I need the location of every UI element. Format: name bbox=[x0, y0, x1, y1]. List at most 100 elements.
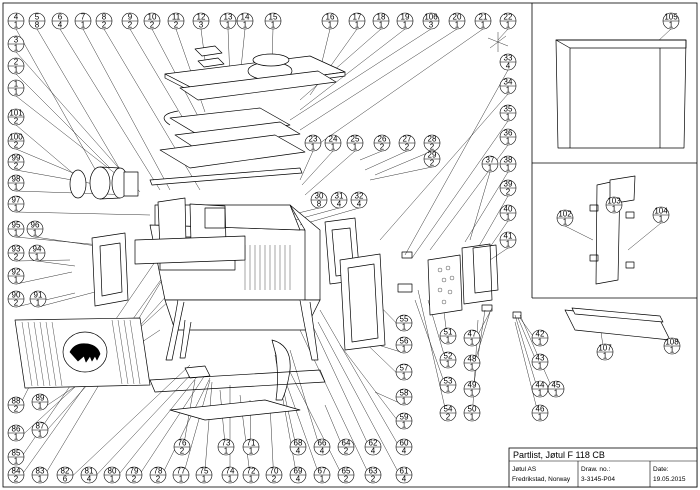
part-quantity: 2 bbox=[405, 143, 410, 152]
part-quantity: 1 bbox=[554, 389, 559, 398]
part-quantity: 1 bbox=[355, 21, 360, 30]
callout-bubble: 792 bbox=[125, 467, 143, 484]
callout-bubble: 911 bbox=[29, 291, 47, 308]
callout-bubble: 871 bbox=[31, 422, 49, 439]
part-number: 56 bbox=[400, 337, 409, 346]
callout-bubble: 826 bbox=[56, 467, 74, 484]
part-quantity: 1 bbox=[14, 433, 19, 442]
part-number: 31 bbox=[335, 192, 344, 201]
leader-line bbox=[59, 28, 161, 191]
part-number: 96 bbox=[31, 221, 40, 230]
leader-line bbox=[514, 321, 541, 422]
callout-bubble: 902 bbox=[7, 291, 25, 308]
part-number: 23 bbox=[309, 135, 318, 144]
callout-bubble: 431 bbox=[531, 354, 549, 371]
part-number: 87 bbox=[36, 422, 45, 431]
leader-line bbox=[203, 381, 213, 484]
part-number: 19 bbox=[401, 13, 410, 22]
part-quantity: 1 bbox=[488, 164, 493, 173]
part-quantity: 1 bbox=[402, 372, 407, 381]
callout-bubble: 123 bbox=[192, 13, 210, 30]
part-quantity: 1 bbox=[506, 113, 511, 122]
company-name: Jøtul AS bbox=[512, 466, 537, 473]
part-number: 21 bbox=[479, 13, 488, 22]
part-quantity: 8 bbox=[317, 200, 322, 209]
part-quantity: 4 bbox=[296, 475, 301, 484]
part-number: 60 bbox=[400, 439, 409, 448]
callout-bubble: 341 bbox=[499, 78, 517, 95]
part-number: 30 bbox=[315, 192, 324, 201]
part-quantity: 1 bbox=[249, 475, 254, 484]
callout-bubble: 664 bbox=[313, 439, 331, 456]
part-number: 38 bbox=[504, 156, 513, 165]
part-quantity: 2 bbox=[14, 253, 19, 262]
part-quantity: 2 bbox=[14, 299, 19, 308]
part-quantity: 1 bbox=[228, 475, 233, 484]
part-quantity: 1 bbox=[506, 240, 511, 249]
leader-line bbox=[301, 150, 334, 186]
leader-line bbox=[299, 28, 382, 101]
leader-line bbox=[103, 28, 201, 191]
part-number: 32 bbox=[355, 192, 364, 201]
callout-bubble: 21 bbox=[7, 58, 25, 75]
part-quantity: 1 bbox=[271, 21, 276, 30]
stove-parts-drawing bbox=[14, 32, 687, 421]
part-number: 100 bbox=[9, 133, 23, 142]
callout-bubble: 491 bbox=[463, 381, 481, 398]
callout-bubble: 102 bbox=[143, 13, 161, 30]
part-quantity: 4 bbox=[371, 447, 376, 456]
leader-line bbox=[289, 207, 320, 216]
part-quantity: 1 bbox=[14, 229, 19, 238]
callout-bubble: 231 bbox=[304, 135, 322, 152]
part-number: 97 bbox=[12, 196, 21, 205]
part-number: 77 bbox=[177, 467, 186, 476]
callout-bubble: 531 bbox=[439, 377, 457, 394]
callout-bubble: 324 bbox=[350, 192, 368, 209]
leader-line bbox=[364, 150, 408, 171]
callout-bubble: 861 bbox=[7, 425, 25, 442]
part-quantity: 4 bbox=[320, 447, 325, 456]
leader-line bbox=[379, 93, 509, 241]
callout-bubble: 604 bbox=[395, 439, 413, 456]
callout-bubble: 581 bbox=[395, 389, 413, 406]
part-number: 93 bbox=[12, 245, 21, 254]
part-number: 63 bbox=[369, 467, 378, 476]
part-quantity: 1 bbox=[328, 21, 333, 30]
callout-bubble: 272 bbox=[398, 135, 416, 152]
part-quantity: 1 bbox=[446, 336, 451, 345]
callout-bubble: 131 bbox=[219, 13, 237, 30]
company-location: Fredrikstad, Norway bbox=[512, 476, 571, 483]
part-number: 90 bbox=[12, 291, 21, 300]
callout-bubble: 814 bbox=[80, 467, 98, 484]
callout-bubble: 941 bbox=[28, 245, 46, 262]
part-quantity: 1 bbox=[470, 363, 475, 372]
part-number: 53 bbox=[444, 377, 453, 386]
part-quantity: 1 bbox=[402, 421, 407, 430]
callout-bubble: 932 bbox=[7, 245, 25, 262]
part-quantity: 2 bbox=[446, 413, 451, 422]
leader-line bbox=[129, 28, 191, 131]
part-quantity: 1 bbox=[403, 21, 408, 30]
callout-bubble: 58 bbox=[28, 13, 46, 30]
part-quantity: 2 bbox=[102, 21, 107, 30]
part-number: 70 bbox=[270, 467, 279, 476]
part-quantity: 1 bbox=[563, 218, 568, 227]
part-number: 5 bbox=[35, 13, 40, 22]
leader-line bbox=[15, 236, 101, 246]
leader-line bbox=[180, 379, 211, 484]
part-number: 61 bbox=[400, 467, 409, 476]
part-number: 36 bbox=[504, 129, 513, 138]
part-number: 3 bbox=[14, 36, 19, 45]
callout-bubble: 694 bbox=[289, 467, 307, 484]
callout-bubble: 992 bbox=[7, 154, 25, 171]
part-number: 99 bbox=[12, 154, 21, 163]
callout-bubble: 951 bbox=[7, 221, 25, 238]
part-number: 55 bbox=[400, 315, 409, 324]
callout-bubble: 151 bbox=[264, 13, 282, 30]
part-quantity: 1 bbox=[38, 475, 43, 484]
callout-bubble: 571 bbox=[395, 364, 413, 381]
part-quantity: 1 bbox=[379, 21, 384, 30]
